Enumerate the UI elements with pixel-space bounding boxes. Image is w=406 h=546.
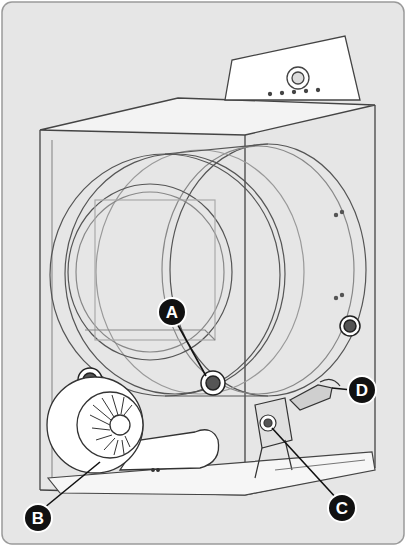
callout-letter: D bbox=[347, 375, 377, 405]
dryer-cabinet bbox=[269, 93, 272, 96]
dryer-cabinet bbox=[225, 36, 360, 100]
callout-letter: C bbox=[327, 493, 357, 523]
dryer-drum bbox=[76, 192, 224, 352]
motor-assembly bbox=[275, 460, 365, 470]
dryer-drum bbox=[162, 146, 354, 394]
leader-line bbox=[272, 428, 338, 500]
leader-line bbox=[44, 462, 100, 508]
dryer-cabinet bbox=[305, 90, 308, 93]
dryer-drum bbox=[96, 150, 304, 394]
motor-assembly bbox=[255, 440, 292, 478]
blower-housing bbox=[152, 469, 155, 472]
dryer-drum bbox=[340, 210, 343, 213]
motor-assembly bbox=[320, 379, 340, 386]
drum-roller bbox=[78, 316, 360, 395]
dryer-drum bbox=[340, 293, 343, 296]
leader-line bbox=[44, 318, 352, 508]
dryer-drum bbox=[85, 330, 215, 340]
drum-roller bbox=[340, 316, 360, 336]
blower-housing bbox=[47, 377, 219, 473]
motor-assembly bbox=[255, 398, 292, 448]
callout-letter: A bbox=[157, 297, 187, 327]
blower-housing bbox=[110, 415, 130, 435]
dryer-drum bbox=[334, 296, 337, 299]
dryer-cabinet bbox=[287, 67, 309, 89]
drum-roller bbox=[206, 376, 220, 390]
dryer-drum bbox=[65, 154, 285, 394]
dryer-cabinet bbox=[292, 72, 304, 84]
dryer-cabinet bbox=[40, 98, 375, 135]
blower-housing bbox=[47, 377, 143, 473]
callout-letter: B bbox=[23, 503, 53, 533]
dryer-drum bbox=[165, 144, 268, 154]
blower-housing bbox=[77, 392, 143, 458]
dryer-cabinet bbox=[40, 36, 375, 495]
dryer-drum bbox=[165, 395, 268, 396]
motor-assembly bbox=[290, 385, 332, 410]
drum-roller bbox=[344, 320, 356, 332]
motor-assembly bbox=[264, 419, 272, 427]
dryer-cabinet bbox=[374, 105, 375, 468]
dryer-drum bbox=[50, 154, 280, 396]
dryer-drum bbox=[95, 200, 215, 340]
leader-line bbox=[174, 318, 206, 376]
dryer-cabinet bbox=[281, 92, 284, 95]
dryer-drum bbox=[50, 144, 366, 396]
dryer-drum bbox=[170, 144, 366, 396]
blower-housing bbox=[90, 395, 132, 455]
blower-housing bbox=[157, 469, 160, 472]
dryer-cabinet bbox=[39, 130, 40, 490]
dryer-cabinet bbox=[317, 89, 320, 92]
dryer-cabinet bbox=[293, 91, 296, 94]
dryer-drum bbox=[334, 213, 337, 216]
dryer-drum bbox=[68, 184, 232, 360]
